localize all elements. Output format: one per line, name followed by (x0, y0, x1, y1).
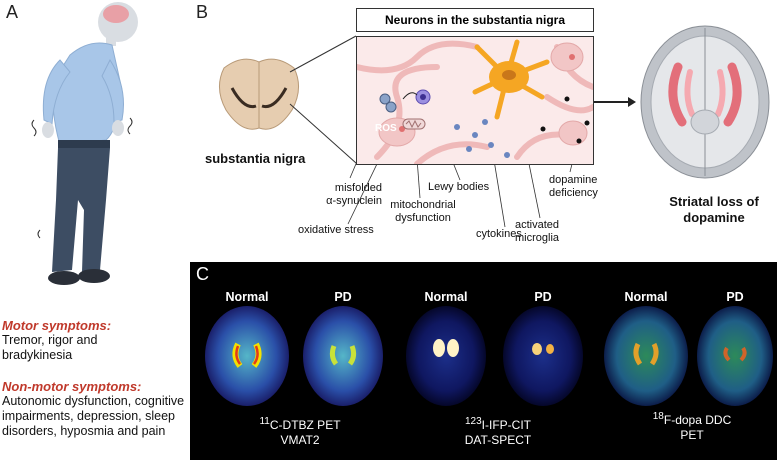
brain-icon (103, 5, 129, 23)
pet-normal-1 (205, 306, 289, 406)
tracer-3: F-dopa DDC (663, 413, 732, 427)
striatal-loss-label: Striatal loss of dopamine (669, 194, 759, 225)
midbrain-slice-icon (219, 58, 299, 130)
pet-pd-label-3: PD (726, 290, 744, 304)
alpha-synuclein-icon (379, 93, 397, 113)
mitochondrial-dysfunction-label: mitochondrial dysfunction (390, 199, 456, 224)
panel-a-letter: A (6, 2, 19, 22)
oxidative-stress-label: oxidative stress (298, 224, 374, 236)
motor-symptoms-title: Motor symptoms: (2, 318, 112, 333)
pet-pd-3 (697, 306, 773, 406)
pet-normal-2 (406, 306, 486, 406)
tracer-sup-3: 18 (652, 411, 664, 422)
tracer-1: C-DTBZ PET (269, 418, 341, 432)
elderly-person-figure (31, 2, 138, 285)
motor-symptoms-text: Tremor, rigor and bradykinesia (2, 333, 98, 362)
cytokines-label: cytokines (476, 228, 522, 240)
ros-label: ROS (375, 123, 397, 134)
substantia-nigra-label: substantia nigra (205, 151, 306, 166)
dopamine-dots (540, 96, 590, 144)
neuron-illustration (357, 39, 593, 164)
pet-caption-3: 18F-dopa DDC PET (627, 409, 757, 443)
pet-normal-label-2: Normal (424, 290, 468, 304)
pet-normal-label-1: Normal (225, 290, 269, 304)
striatum-brain-icon (640, 25, 770, 179)
pet-scan-panel: C (190, 262, 777, 460)
nonmotor-symptoms-text: Autonomic dysfunction, cognitive impairm… (2, 394, 185, 438)
pet-caption-2: 123I-IFP-CIT DAT-SPECT (433, 414, 563, 448)
microglia-icon (472, 39, 550, 120)
nonmotor-symptoms-title: Non-motor symptoms: (2, 379, 142, 394)
mitochondria-icon (402, 118, 426, 130)
target-2: DAT-SPECT (464, 433, 532, 447)
pet-pd-label-2: PD (534, 290, 552, 304)
pet-scan-images (205, 306, 773, 406)
dopamine-deficiency-label: dopamine deficiency (549, 174, 598, 199)
target-3: PET (680, 428, 704, 442)
tracer-sup-1: 11 (259, 416, 270, 427)
tracer-2: I-IFP-CIT (481, 418, 531, 432)
pet-caption-1: 11C-DTBZ PET VMAT2 (235, 414, 365, 448)
neuron-box-title: Neurons in the substantia nigra (356, 8, 594, 32)
misfolded-synuclein-label: misfolded α-synuclein (326, 182, 382, 207)
pet-pd-2 (503, 306, 583, 406)
neuron-box: ROS (356, 36, 594, 165)
pet-pd-label-1: PD (334, 290, 352, 304)
pet-pd-1 (303, 306, 383, 406)
panel-c-letter: C (196, 264, 209, 284)
cytokine-icons (454, 119, 510, 158)
target-1: VMAT2 (280, 433, 320, 447)
panel-b-letter: B (196, 2, 209, 22)
lewy-bodies-label: Lewy bodies (428, 181, 490, 193)
pet-normal-label-3: Normal (624, 290, 668, 304)
pet-normal-3 (604, 306, 688, 406)
tracer-sup-2: 123 (464, 416, 482, 427)
activated-microglia-label: activated microglia (515, 219, 560, 244)
